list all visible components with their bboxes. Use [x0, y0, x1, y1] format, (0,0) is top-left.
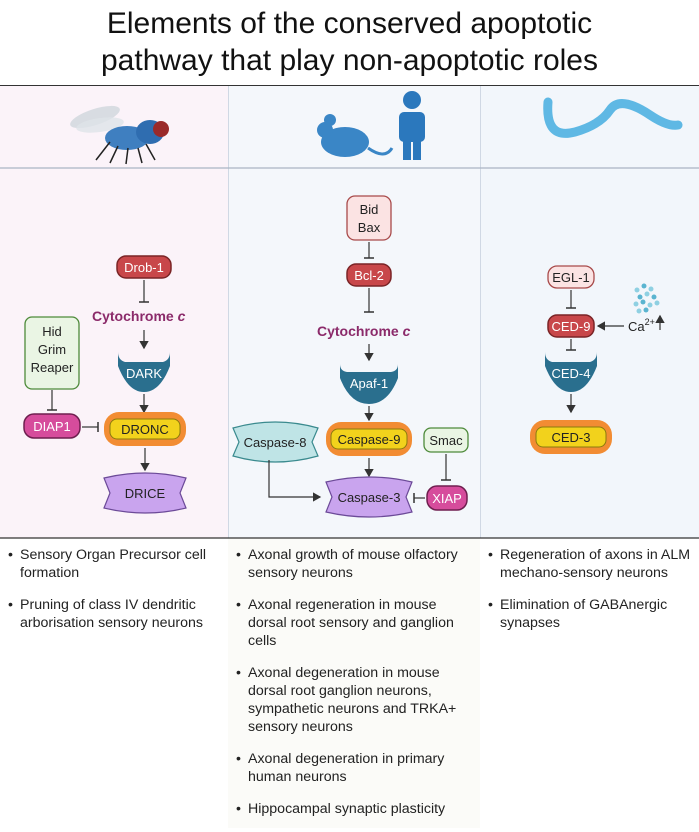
caspase9-label: Caspase-9: [338, 432, 401, 447]
xiap-label: XIAP: [432, 491, 462, 506]
list-item: Pruning of class IV dendritic arborisati…: [8, 596, 224, 632]
list-item: Hippocampal synaptic plasticity: [236, 800, 476, 818]
ced9-label: CED-9: [551, 319, 590, 334]
hid-grim-reaper-node: [24, 316, 80, 390]
bax-label: Bax: [358, 220, 381, 235]
dark-node: [118, 352, 170, 392]
fly-icon: [70, 105, 169, 165]
list-item: Sensory Organ Precursor cell formation: [8, 546, 224, 582]
title-line-1: Elements of the conserved apoptotic: [106, 7, 593, 40]
reaper-label: Reaper: [31, 360, 74, 375]
mammal-cytochrome-label: Cytochrome c: [317, 323, 411, 339]
list-item: Elimination of GABAnergic synapses: [488, 596, 694, 632]
ced4-label: CED-4: [551, 366, 590, 381]
bid-label: Bid: [360, 202, 379, 217]
list-item: Axonal degeneration in primary human neu…: [236, 750, 476, 786]
dronc-label: DRONC: [121, 422, 169, 437]
apaf1-label: Apaf-1: [350, 376, 388, 391]
apaf1-node: [340, 364, 398, 404]
mammal-roles-list: Axonal growth of mouse olfactory sensory…: [234, 546, 476, 832]
list-item: Axonal growth of mouse olfactory sensory…: [236, 546, 476, 582]
egl1-label: EGL-1: [552, 270, 590, 285]
grim-label: Grim: [38, 342, 66, 357]
worm-roles-list: Regeneration of axons in ALM mechano-sen…: [486, 546, 694, 646]
smac-node: [423, 427, 469, 453]
drice-label: DRICE: [125, 486, 166, 501]
caspase3-node: [325, 476, 413, 518]
caspase8-node: [232, 421, 319, 463]
caspase3-label: Caspase-3: [338, 490, 401, 505]
mouse-icon: [317, 114, 394, 157]
column-divider-1: [228, 86, 229, 828]
worm-icon: [543, 97, 683, 138]
drob1-node: [116, 255, 172, 279]
calcium-icon: [633, 283, 660, 314]
diap1-node: [23, 413, 81, 439]
dark-label: DARK: [126, 366, 162, 381]
column-divider-2: [480, 86, 481, 828]
fly-roles-list: Sensory Organ Precursor cell formation P…: [6, 546, 224, 646]
worm-roles-panel: [480, 538, 699, 828]
calcium-label: Ca2+: [628, 317, 655, 334]
fly-roles-panel: [0, 538, 228, 828]
list-item: Axonal regeneration in mouse dorsal root…: [236, 596, 476, 650]
bcl2-node: [346, 263, 392, 287]
title-line-2: pathway that play non-apoptotic roles: [101, 44, 598, 77]
ced3-label: CED-3: [551, 430, 590, 445]
ced9-node: [547, 314, 595, 338]
drob1-label: Drob-1: [124, 260, 164, 275]
figure-title: Elements of the conserved apoptotic path…: [0, 0, 699, 86]
list-item: Axonal degeneration in mouse dorsal root…: [236, 664, 476, 736]
diap1-label: DIAP1: [33, 419, 71, 434]
smac-label: Smac: [429, 433, 463, 448]
bcl2-label: Bcl-2: [354, 268, 384, 283]
bid-bax-node: [346, 195, 392, 241]
xiap-node: [426, 485, 468, 511]
hid-label: Hid: [42, 324, 62, 339]
list-item: Regeneration of axons in ALM mechano-sen…: [488, 546, 694, 582]
drice-node: [103, 472, 187, 514]
fly-cytochrome-label: Cytochrome c: [92, 308, 186, 324]
egl1-node: [547, 265, 595, 289]
human-icon: [399, 91, 425, 160]
caspase8-label: Caspase-8: [244, 435, 307, 450]
ced4-node: [545, 352, 597, 392]
